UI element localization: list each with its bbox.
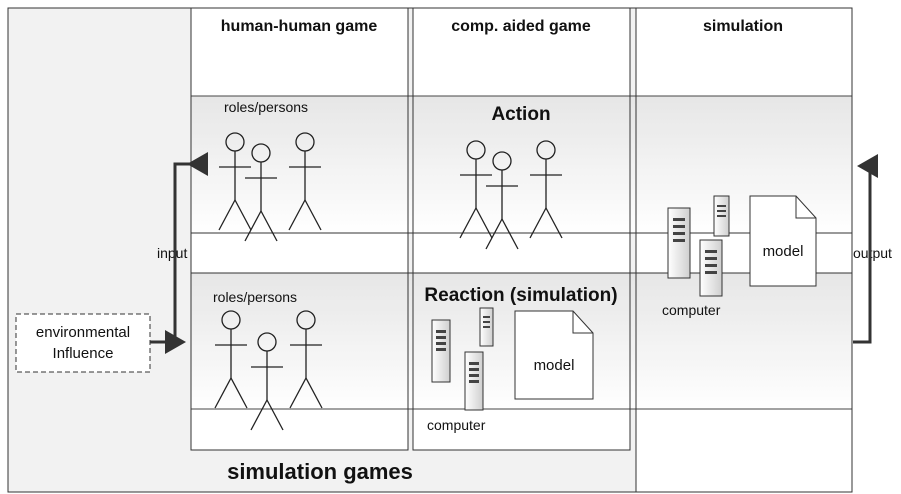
computer-label-right: computer [662, 302, 721, 318]
action-label: Action [491, 104, 550, 125]
environmental-influence-box [15, 313, 151, 373]
header-human-human: human-human game [221, 18, 378, 35]
person-icon [250, 332, 284, 431]
model-label-mid: model [534, 357, 575, 374]
model-document-icon [514, 310, 594, 400]
input-label: input [157, 245, 187, 261]
input-arrow-left [173, 152, 208, 342]
output-arrow-right [853, 154, 878, 344]
person-icon [485, 151, 519, 250]
footer-simulation-games: simulation games [227, 459, 413, 484]
person-icon [288, 132, 322, 231]
environmental-label: environmental [36, 324, 130, 341]
influence-label: Influence [53, 345, 114, 362]
computer-icon [699, 239, 723, 297]
header-comp-aided: comp. aided game [451, 18, 591, 35]
header-simulation: simulation [703, 18, 783, 35]
model-label-right: model [763, 243, 804, 260]
computer-icon [464, 351, 484, 411]
computer-icon [667, 207, 691, 279]
roles-persons-label-top: roles/persons [224, 99, 308, 115]
person-icon [289, 310, 323, 409]
computer-label-mid: computer [427, 417, 486, 433]
person-icon [214, 310, 248, 409]
person-icon [529, 140, 563, 239]
person-icon [244, 143, 278, 242]
reaction-label: Reaction (simulation) [424, 285, 617, 306]
computer-icon [479, 307, 494, 347]
computer-icon [713, 195, 730, 237]
person-icon [218, 132, 252, 231]
person-icon [459, 140, 493, 239]
action-band [190, 95, 853, 234]
roles-persons-label-bottom: roles/persons [213, 289, 297, 305]
output-label: output [853, 245, 892, 261]
model-document-icon [749, 195, 817, 287]
computer-icon [431, 319, 451, 383]
